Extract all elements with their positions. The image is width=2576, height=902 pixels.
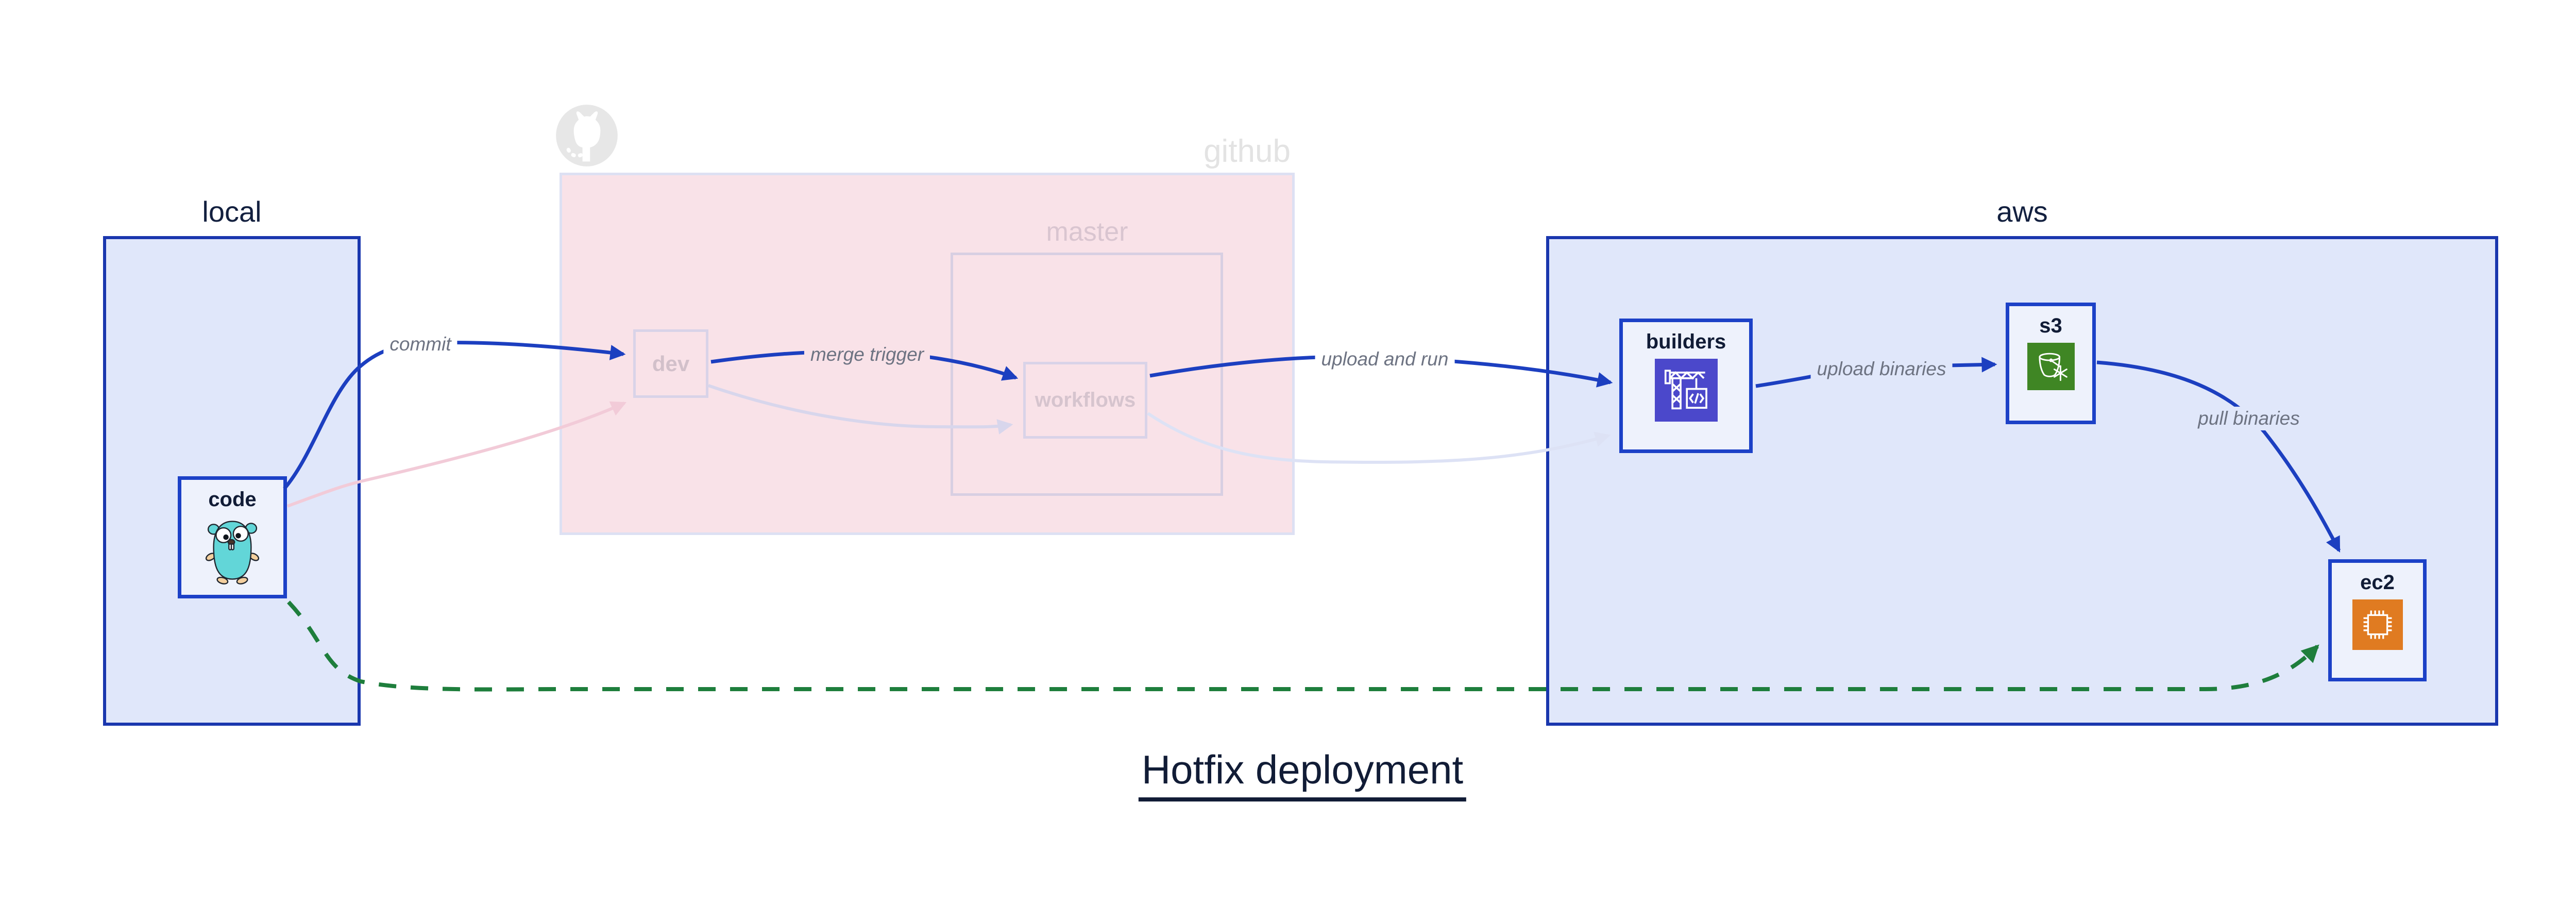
group-github-label: github	[1204, 133, 1291, 169]
edge-label-upload-and-run: upload and run	[1315, 347, 1455, 371]
aws-s3-glacier-icon	[2027, 343, 2075, 390]
aws-codebuild-icon	[1654, 359, 1718, 422]
aws-ec2-icon	[2352, 599, 2403, 650]
diagram-title: Hotfix deployment	[1138, 746, 1467, 801]
node-code: code	[178, 476, 287, 598]
edge-label-upload-binaries: upload binaries	[1810, 357, 1953, 381]
edge-label-commit: commit	[383, 332, 457, 356]
group-local-label: local	[202, 195, 262, 228]
node-code-label: code	[208, 488, 257, 511]
node-ec2-label: ec2	[2360, 571, 2395, 594]
node-builders-label: builders	[1646, 330, 1726, 353]
node-dev: dev	[633, 329, 708, 398]
node-s3-label: s3	[2039, 314, 2062, 337]
github-octocat-icon	[554, 103, 619, 168]
group-aws-label: aws	[1996, 195, 2048, 228]
node-s3: s3	[2006, 303, 2096, 424]
group-master-label: master	[1046, 217, 1128, 247]
edge-label-merge-trigger: merge trigger	[804, 343, 930, 366]
edge-label-pull-binaries: pull binaries	[2192, 407, 2306, 430]
node-ec2: ec2	[2328, 559, 2427, 681]
node-workflows: workflows	[1023, 362, 1147, 439]
go-gopher-icon	[202, 516, 262, 586]
node-workflows-label: workflows	[1035, 389, 1136, 411]
node-dev-label: dev	[652, 351, 690, 376]
node-builders: builders	[1619, 319, 1753, 453]
